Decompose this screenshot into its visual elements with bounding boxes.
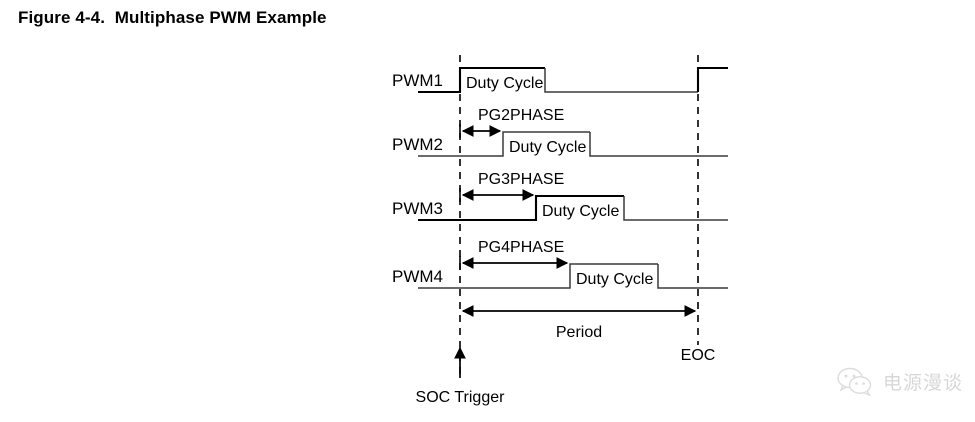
pg4phase-label: PG4PHASE <box>478 239 564 256</box>
pwm3-label: PWM3 <box>392 199 443 218</box>
pg3phase-label: PG3PHASE <box>478 171 564 188</box>
pwm1-rising-pulse <box>418 66 545 94</box>
figure-title: Figure 4-4. Multiphase PWM Example <box>18 8 327 27</box>
pwm1-duty-cycle-label: Duty Cycle <box>466 75 543 92</box>
pg2phase-label: PG2PHASE <box>478 107 564 124</box>
pwm3-duty-cycle-label: Duty Cycle <box>542 203 619 220</box>
pwm3-falling-edge <box>623 196 728 221</box>
pwm3-rising-pulse <box>418 194 624 222</box>
pwm1-falling-edge <box>544 68 698 93</box>
soc-trigger-label: SOC Trigger <box>416 389 506 406</box>
pwm4-label: PWM4 <box>392 267 443 286</box>
pwm4-duty-cycle-label: Duty Cycle <box>576 271 653 288</box>
pwm2-rising-pulse <box>418 131 590 157</box>
pwm2-falling-edge <box>589 132 728 157</box>
pwm4-falling-edge <box>657 264 728 289</box>
eoc-label: EOC <box>681 347 716 364</box>
pwm2-duty-cycle-label: Duty Cycle <box>509 139 586 156</box>
pwm1-next-cycle-edge <box>696 66 728 92</box>
pwm4-rising-pulse <box>418 263 658 289</box>
period-label: Period <box>556 324 602 341</box>
pwm2-label: PWM2 <box>392 135 443 154</box>
pwm1-label: PWM1 <box>392 71 443 90</box>
